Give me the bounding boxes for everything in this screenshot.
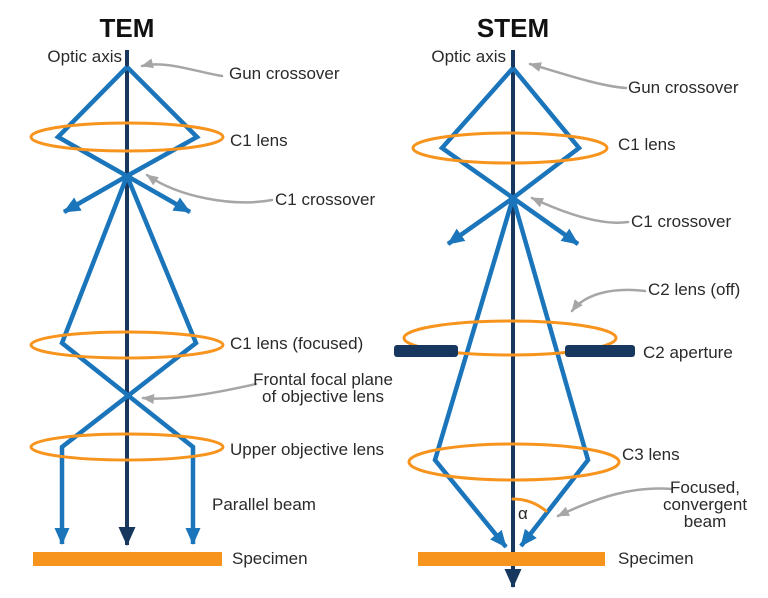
stem-ray-left-upper	[438, 66, 580, 246]
tem-ray-right-upper	[62, 65, 201, 214]
stem-focused-beam-line2: convergent	[662, 495, 748, 514]
stem-focused-beam-line3: beam	[683, 512, 727, 531]
tem-c1-crossover-label: C1 crossover	[275, 190, 376, 209]
stem-alpha-symbol: α	[518, 504, 528, 523]
stem-title: STEM	[476, 13, 550, 43]
stem-c2-aperture-label: C2 aperture	[643, 343, 733, 362]
stem-c1-lens-label: C1 lens	[618, 135, 676, 154]
stem-focused-beam-leader-arrow	[556, 487, 674, 518]
tem-upper-objective-lens-ellipse	[29, 432, 225, 462]
stem-c1-crossover-leader-arrow	[530, 196, 630, 224]
stem-alpha-angle-arc	[511, 497, 548, 513]
stem-ray-left-lower	[432, 197, 516, 549]
tem-upper-objective-lens-label: Upper objective lens	[230, 440, 385, 459]
tem-gun-crossover-label: Gun crossover	[229, 64, 340, 83]
tem-c1-lens-ellipse	[29, 121, 225, 153]
stem-c2-aperture-right-blade	[565, 345, 635, 357]
tem-c1-lens-focused-label: C1 lens (focused)	[230, 334, 364, 353]
tem-specimen-label: Specimen	[232, 549, 308, 568]
tem-gun-crossover-leader-arrow	[140, 58, 224, 78]
stem-ray-right-upper	[446, 66, 583, 246]
tem-c1-crossover-leader-arrow	[145, 173, 274, 204]
tem-frontal-focal-plane-line2: of objective lens	[262, 387, 384, 406]
stem-c3-lens-ellipse	[407, 442, 621, 482]
tem-ray-left-upper	[54, 65, 192, 214]
stem-c3-lens-label: C3 lens	[622, 445, 680, 464]
stem-ray-right-lower	[510, 197, 591, 548]
stem-optic-axis-label: Optic axis	[431, 47, 506, 66]
stem-focused-beam-label: Focused, convergent beam	[645, 479, 765, 530]
tem-ray-right-lower	[54, 175, 199, 545]
stem-gun-crossover-label: Gun crossover	[628, 78, 739, 97]
tem-c1-lens-label: C1 lens	[230, 131, 288, 150]
stem-c2-lens-off-label: C2 lens (off)	[648, 280, 741, 299]
stem-specimen-bar	[418, 552, 605, 566]
tem-parallel-beam-label: Parallel beam	[212, 495, 316, 514]
stem-specimen-label: Specimen	[618, 549, 694, 568]
tem-frontal-focal-plane-line1: Frontal focal plane	[253, 370, 393, 389]
stem-c2-lens-leader-arrow	[570, 288, 647, 313]
stem-c1-crossover-label: C1 crossover	[631, 212, 732, 231]
stem-gun-crossover-leader-arrow	[528, 62, 628, 90]
tem-c1-lens-focused-ellipse	[29, 330, 225, 360]
tem-frontal-focal-plane-leader-arrow	[141, 382, 258, 405]
tem-optic-axis-label: Optic axis	[47, 47, 122, 66]
tem-specimen-bar	[33, 552, 222, 566]
stem-c1-lens-ellipse	[411, 131, 609, 165]
stem-c2-aperture-left-blade	[394, 345, 458, 357]
tem-title: TEM	[99, 13, 155, 43]
stem-focused-beam-line1: Focused,	[670, 478, 740, 497]
tem-frontal-focal-plane-label: Frontal focal plane of objective lens	[253, 371, 393, 405]
stem-c2-lens-ellipse	[402, 319, 618, 357]
